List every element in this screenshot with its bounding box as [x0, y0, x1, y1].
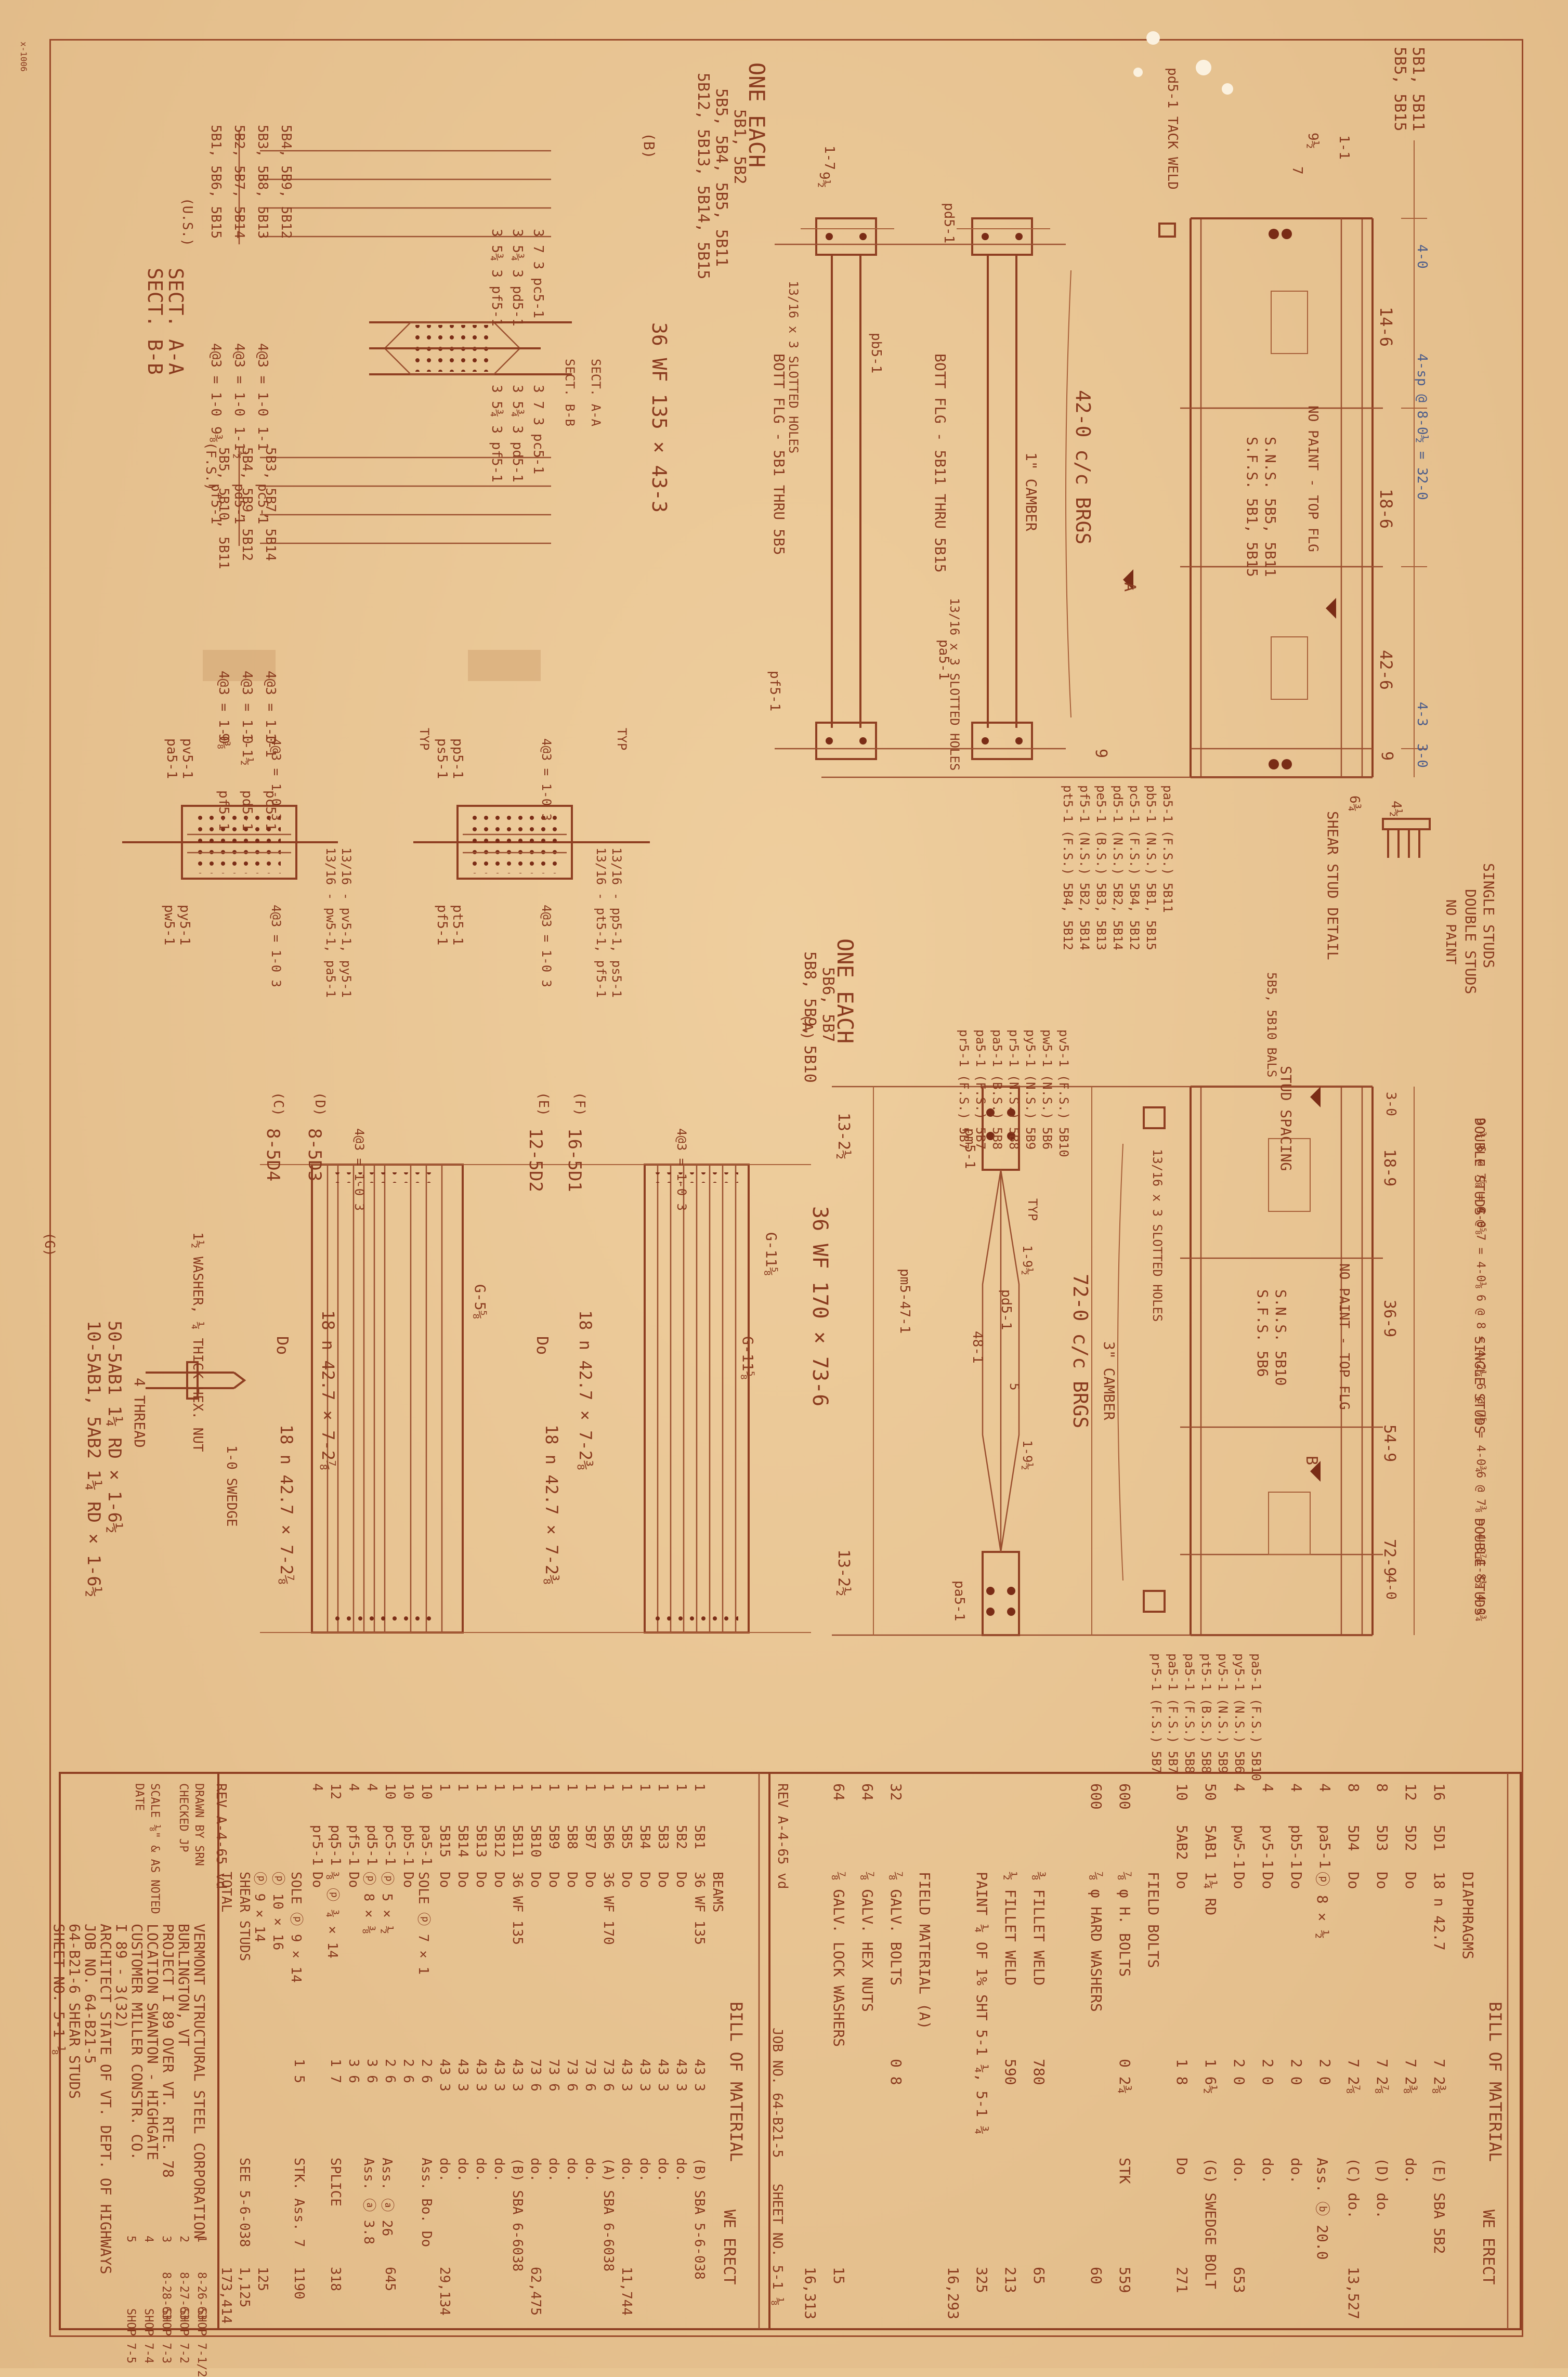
plan-girder-135 [1123, 140, 1427, 778]
punch-hole [1146, 31, 1160, 45]
anchor-bolt [146, 1361, 246, 1400]
plan-girder-170 [832, 1086, 1415, 1636]
sheet-border [49, 39, 1523, 2337]
end-view-columns [775, 217, 1373, 778]
punch-hole [1222, 83, 1233, 95]
sections-aa-bb [238, 130, 572, 546]
punch-hole [1133, 68, 1143, 77]
splice-right [413, 805, 650, 880]
shear-stud-detail [1382, 818, 1431, 858]
punch-hole [1196, 60, 1211, 75]
diaphragm-elevations [260, 1164, 811, 1634]
splice-left [122, 805, 338, 880]
bill-grid [59, 1772, 1522, 2330]
